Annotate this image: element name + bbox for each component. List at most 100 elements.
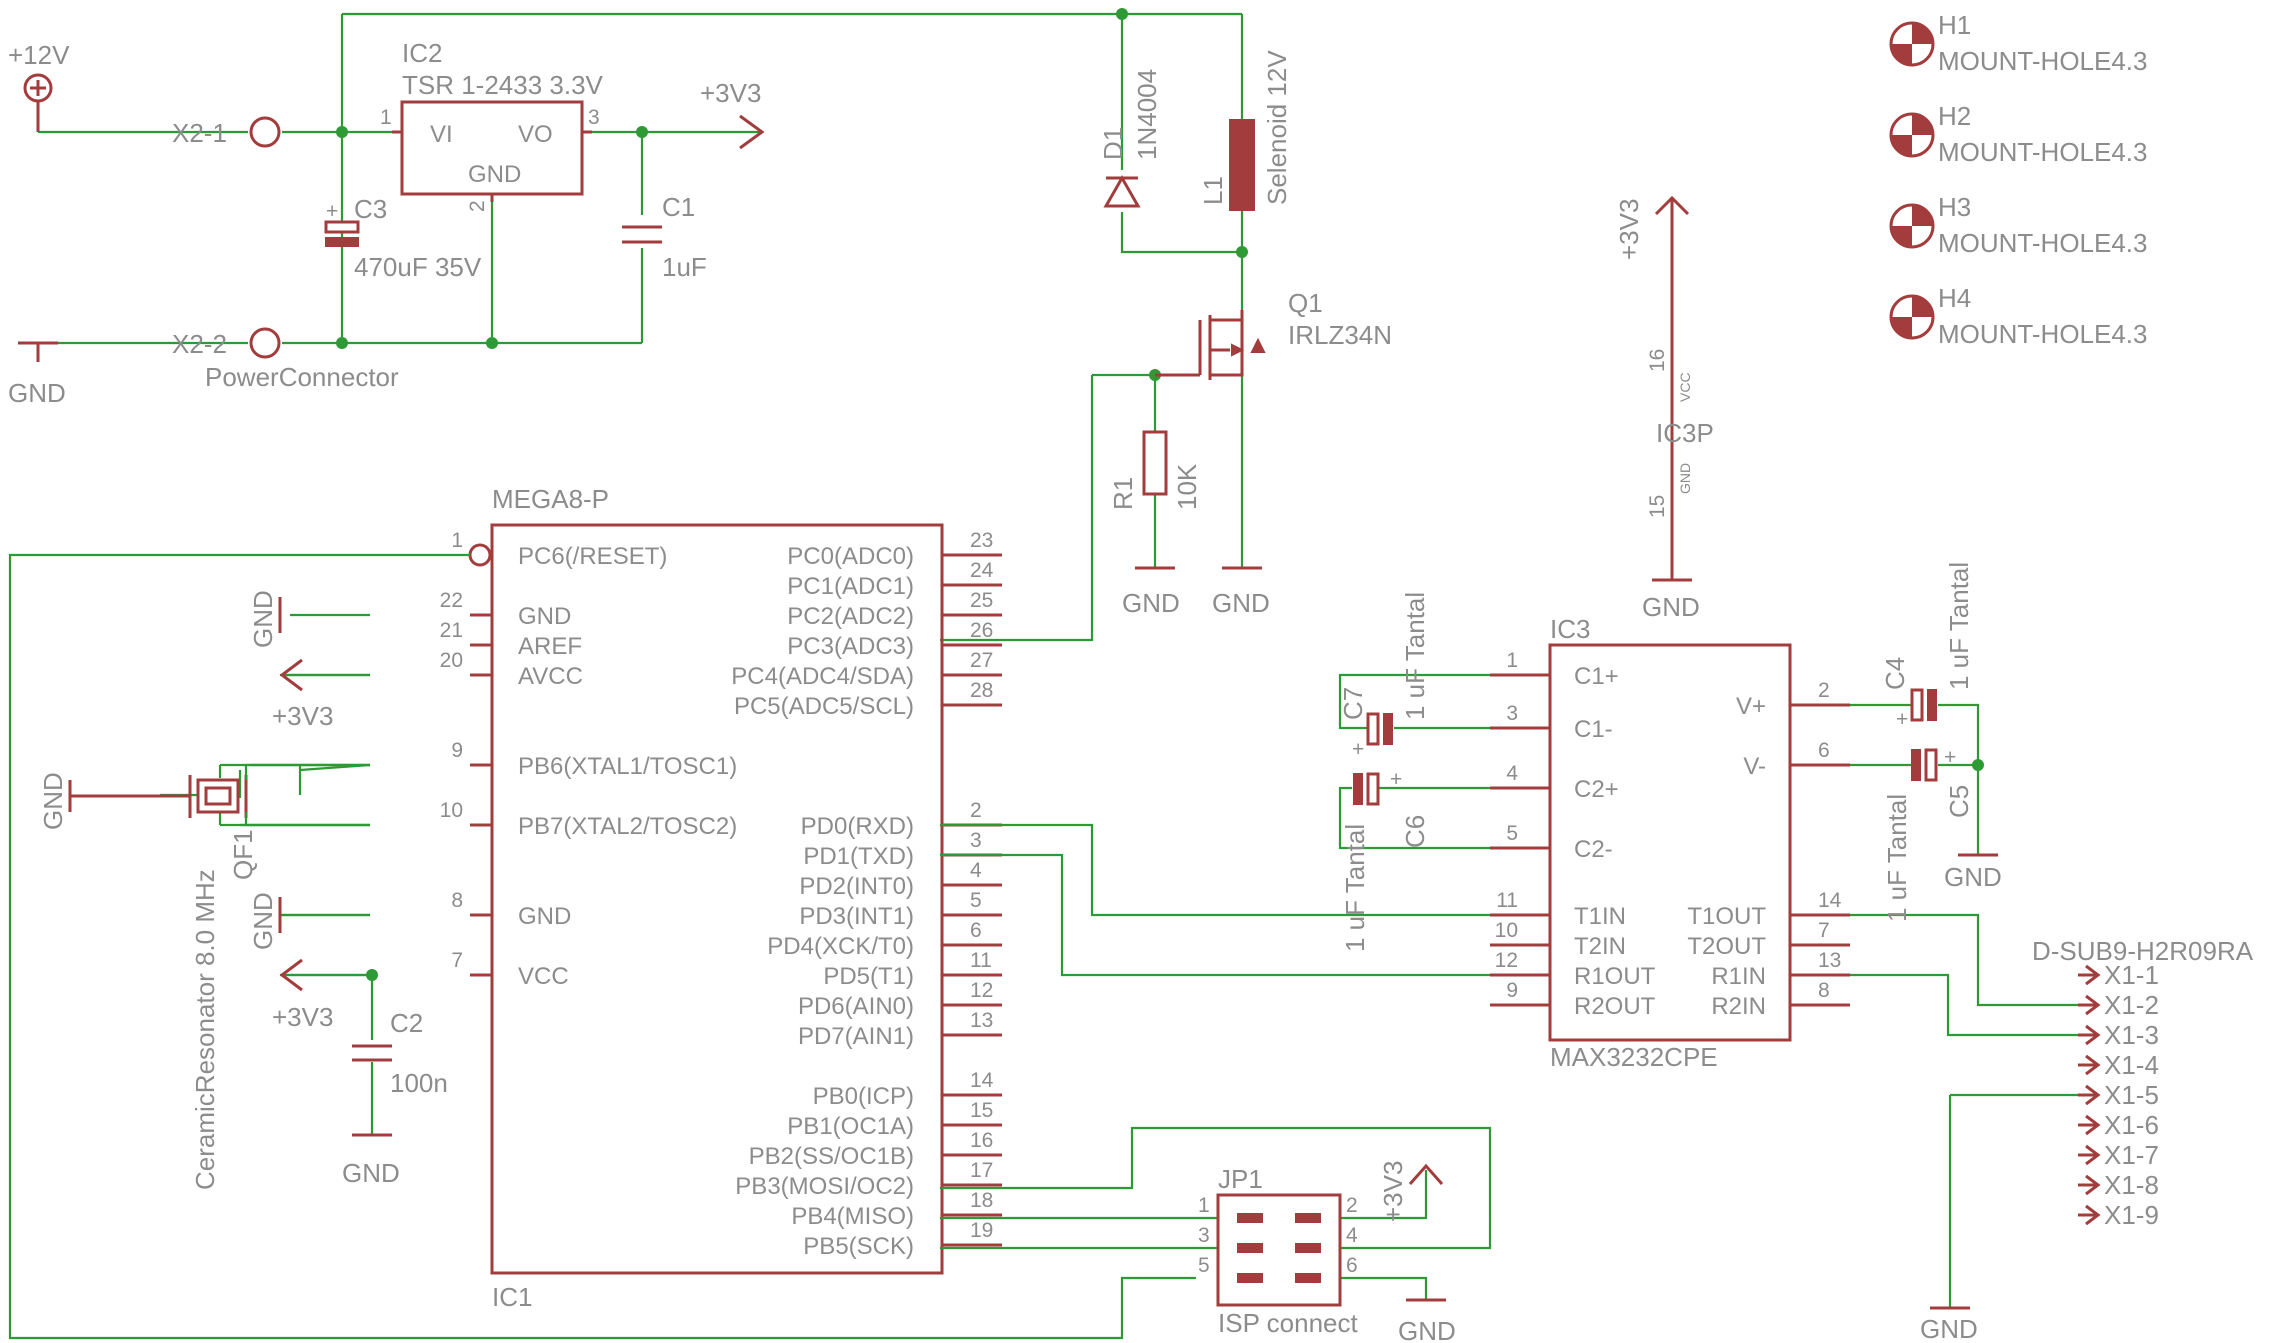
capacitor-c6 xyxy=(1353,773,1363,805)
svg-text:+: + xyxy=(1944,746,1956,769)
ic3-pin-num-13: 13 xyxy=(1818,949,1841,972)
x2-2-label: X2-2 xyxy=(172,329,227,359)
ic3-pin-name-13: R1IN xyxy=(1711,963,1766,990)
gnd-label-resonator: GND xyxy=(38,772,68,830)
mcu-pin-name-25: PC2(ADC2) xyxy=(787,603,914,630)
connector-x2-2 xyxy=(249,327,281,359)
mcu-pin-num-16: 16 xyxy=(970,1129,993,1152)
mcu-ref: IC1 xyxy=(492,1282,532,1312)
q1-ref: Q1 xyxy=(1288,288,1323,318)
ic2-value: TSR 1-2433 3.3V xyxy=(402,70,604,100)
ic3-body xyxy=(1548,643,1792,1042)
qf1-ref: QF1 xyxy=(228,829,258,880)
mcu-pin-name-3: PD1(TXD) xyxy=(803,843,914,870)
mcu-pin-num-7: 7 xyxy=(451,949,463,972)
isp-pin6: 6 xyxy=(1346,1254,1358,1277)
mcu-pin-num-14: 14 xyxy=(970,1069,994,1092)
hole-value-3: MOUNT-HOLE4.3 xyxy=(1938,228,2148,258)
dsub9-connector: D-SUB9-H2R09RA X1-1X1-2X1-3X1-4X1-5X1-6X… xyxy=(1920,936,2254,1343)
capacitor-c7 xyxy=(1366,712,1380,746)
isp-3v3-label: +3V3 xyxy=(1378,1161,1408,1222)
mcu-pin-num-25: 25 xyxy=(970,589,993,612)
ic3-pin-name-14: T1OUT xyxy=(1687,903,1766,930)
isp-pin2: 2 xyxy=(1346,1194,1358,1217)
isp-3v3-arrow xyxy=(1408,1163,1444,1185)
isp-pin5: 5 xyxy=(1198,1254,1210,1277)
connector-x2-1 xyxy=(249,116,281,148)
rs232-ic3: IC3 MAX3232CPE 1C1+3C1-4C2+5C2-11T1IN10T… xyxy=(940,562,2078,1308)
mcu-pin-num-10: 10 xyxy=(440,799,463,822)
resistor-r1 xyxy=(1142,430,1168,496)
c5-gnd-label: GND xyxy=(1944,862,2002,892)
c4-value: 1 uF Tantal xyxy=(1944,562,1974,690)
ic2-ref: IC2 xyxy=(402,38,442,68)
r1-value: 10K xyxy=(1172,463,1202,510)
mount-holes: H1MOUNT-HOLE4.3H2MOUNT-HOLE4.3H3MOUNT-HO… xyxy=(1889,10,2148,349)
mcu-pin-name-18: PB4(MISO) xyxy=(791,1203,914,1230)
dsub-pin-3: X1-3 xyxy=(2104,1020,2159,1050)
dsub-gnd-label: GND xyxy=(1920,1314,1978,1343)
mount-hole-2 xyxy=(1889,112,1935,158)
l1-ref: L1 xyxy=(1198,176,1228,205)
mcu-pin-name-1: PC6(/RESET) xyxy=(518,543,667,570)
ic3-pin-name-4: C2+ xyxy=(1574,776,1619,803)
x2-1-label: X2-1 xyxy=(172,118,227,148)
mcu-pin-name-14: PB0(ICP) xyxy=(813,1083,914,1110)
mcu-pin-name-13: PD7(AIN1) xyxy=(798,1023,914,1050)
ic3-pin-name-1: C1+ xyxy=(1574,663,1619,690)
solenoid-l1 xyxy=(1229,119,1255,211)
l1-value: Selenoid 12V xyxy=(1262,50,1292,205)
mcu-pin-num-13: 13 xyxy=(970,1009,993,1032)
power-wires xyxy=(38,12,1242,345)
c2-ref: C2 xyxy=(390,1008,423,1038)
ic3-pin-num-1: 1 xyxy=(1506,649,1518,672)
ic3-pin-num-5: 5 xyxy=(1506,822,1518,845)
ic3-pin-name-9: R2OUT xyxy=(1574,993,1656,1020)
mcu-pin-num-1: 1 xyxy=(451,529,463,552)
mcu-name: MEGA8-P xyxy=(492,484,609,514)
mcu-pin-num-5: 5 xyxy=(970,889,982,912)
mcu-pin-num-22: 22 xyxy=(440,589,463,612)
isp-pin3: 3 xyxy=(1198,1224,1210,1247)
ic3-pin-num-7: 7 xyxy=(1818,919,1830,942)
ic3-pin-name-5: C2- xyxy=(1574,836,1613,863)
dsub-pin-symbol-7 xyxy=(2078,1144,2101,1166)
diode-d1 xyxy=(1103,174,1141,208)
c6-value: 1 uF Tantal xyxy=(1340,824,1370,952)
vcc-3v3-arrow xyxy=(279,958,303,992)
hole-value-4: MOUNT-HOLE4.3 xyxy=(1938,319,2148,349)
dsub-pin-7: X1-7 xyxy=(2104,1140,2159,1170)
mcu-pin-num-12: 12 xyxy=(970,979,993,1002)
ic3-pin-num-11: 11 xyxy=(1496,889,1518,912)
ic3-pin-num-14: 14 xyxy=(1818,889,1842,912)
isp-value: ISP connect xyxy=(1218,1308,1359,1338)
d1-ref: D1 xyxy=(1098,127,1128,160)
c1-ref: C1 xyxy=(662,192,695,222)
mcu-pin-name-11: PD5(T1) xyxy=(823,963,914,990)
ic3p-gnd-label: GND xyxy=(1642,592,1700,622)
mcu-pin-num-19: 19 xyxy=(970,1219,993,1242)
svg-text:+: + xyxy=(326,200,338,223)
mcu-pin-num-28: 28 xyxy=(970,679,993,702)
mcu-pin-name-2: PD0(RXD) xyxy=(801,813,914,840)
gnd-label-pin8: GND xyxy=(248,892,278,950)
mcu-pin-name-10: PB7(XTAL2/TOSC2) xyxy=(518,813,737,840)
c7-ref: C7 xyxy=(1338,687,1368,720)
d1-value: 1N4004 xyxy=(1132,69,1162,160)
isp-gnd-label: GND xyxy=(1398,1316,1456,1343)
hole-value-2: MOUNT-HOLE4.3 xyxy=(1938,137,2148,167)
dsub-pin-1: X1-1 xyxy=(2104,960,2159,990)
mcu-pin-name-22: GND xyxy=(518,603,571,630)
mcu-pin-name-19: PB5(SCK) xyxy=(803,1233,914,1260)
gnd-label-pin22: GND xyxy=(248,590,278,648)
ic3p-pin15: 15 xyxy=(1646,495,1669,518)
mcu-pin-name-9: PB6(XTAL1/TOSC1) xyxy=(518,753,737,780)
mosfet-q1 xyxy=(1155,310,1266,380)
mcu-pin-num-3: 3 xyxy=(970,829,982,852)
qf1-value: CeramicResonator 8.0 MHz xyxy=(190,869,220,1190)
mcu-pin-name-15: PB1(OC1A) xyxy=(787,1113,914,1140)
ic2-gnd-label: GND xyxy=(468,161,521,188)
c5-value: 1 uF Tantal xyxy=(1882,794,1912,922)
ic3-value: MAX3232CPE xyxy=(1550,1042,1718,1072)
